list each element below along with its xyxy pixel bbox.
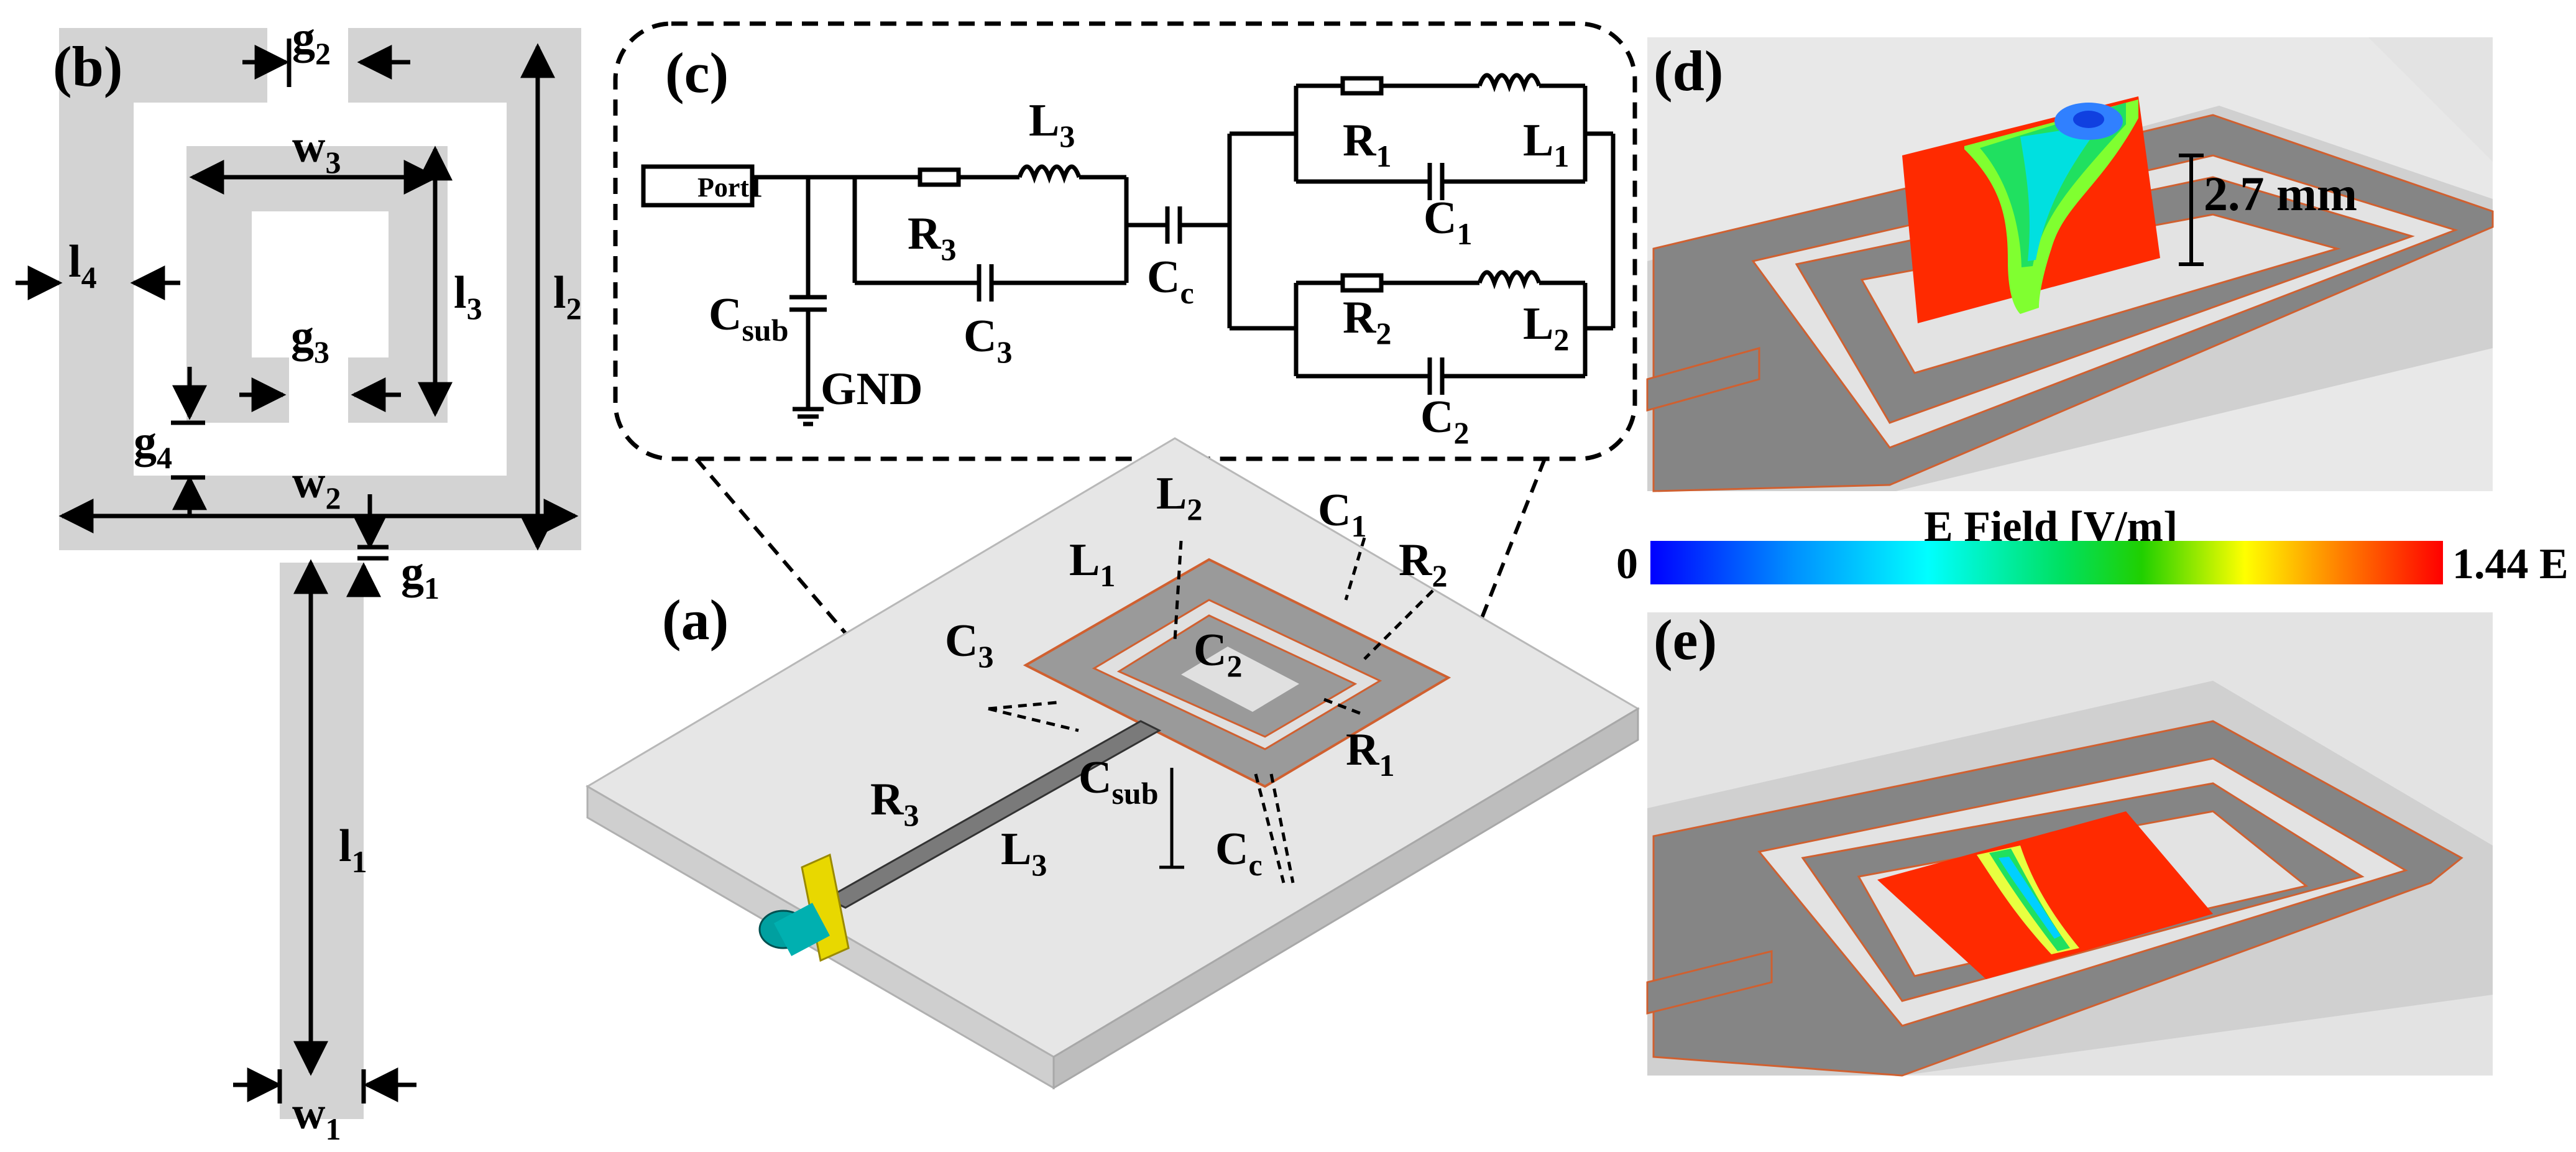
cc-label: Cc <box>1147 252 1194 310</box>
r1-label: R1 <box>1343 115 1391 173</box>
dim-w1: w1 <box>292 1088 341 1146</box>
l1-label: L1 <box>1523 115 1569 173</box>
model-l3-label: L3 <box>1001 824 1047 882</box>
csub-label: Csub <box>709 289 789 348</box>
model-c3-label: C3 <box>945 615 993 674</box>
model-r2-label: R2 <box>1399 535 1447 593</box>
colorbar-gradient <box>1650 541 2443 584</box>
model-center <box>1181 647 1299 712</box>
dim-g1: g1 <box>401 547 439 606</box>
dim-w3: w3 <box>292 121 341 180</box>
height-label: 2.7 mm <box>2204 167 2357 221</box>
c3-label: C3 <box>964 311 1012 369</box>
panel-label-e: (e) <box>1654 608 1717 671</box>
model-l1-label: L1 <box>1069 535 1115 593</box>
circuit-callout-box <box>613 21 1637 461</box>
gnd-label: GND <box>821 364 922 415</box>
panel-d-field: 2.7 mm (d) <box>1646 37 2494 492</box>
dim-l3: l3 <box>454 267 482 326</box>
sma-body <box>774 903 830 956</box>
colorbar-min: 0 <box>1616 540 1638 588</box>
field-colorbar: E Field [V/m] 0 1.44 E <box>1616 503 2569 588</box>
d-feed-line <box>1646 347 1760 412</box>
panel-c-circuit: (c) <box>613 21 1637 707</box>
l2-label: L2 <box>1523 298 1569 357</box>
substrate-side-right <box>1052 707 1639 1090</box>
dim-l4: l4 <box>68 236 97 295</box>
r2-symbol <box>1340 273 1384 293</box>
r3-label: R3 <box>908 208 956 267</box>
port1-label: Port1 <box>697 172 763 203</box>
e-field-plane <box>1877 811 2213 979</box>
panel-e-field: (e) <box>1646 608 2493 1077</box>
dim-g2: g2 <box>292 12 331 71</box>
e-feed-line <box>1646 950 1773 1015</box>
r2-label: R2 <box>1343 292 1391 351</box>
inner-ring <box>186 146 448 423</box>
c2-label: C2 <box>1420 392 1469 450</box>
panel-label-d: (d) <box>1654 39 1723 103</box>
panel-label-b: (b) <box>53 35 122 98</box>
panel-b-geometry: (b) g2 w3 l4 l3 l2 g3 g4 w2 g1 l1 w1 <box>16 12 582 1146</box>
dim-w2: w2 <box>292 457 341 515</box>
inner-ring-gap <box>289 354 348 426</box>
l3-label: L3 <box>1029 95 1075 154</box>
model-c1-label: C1 <box>1318 485 1366 543</box>
model-r3-label: R3 <box>870 774 919 832</box>
model-r1-label: R1 <box>1346 724 1394 783</box>
dim-g3: g3 <box>291 311 329 369</box>
r1-symbol <box>1340 76 1384 96</box>
dim-g4: g4 <box>134 417 172 475</box>
panel-label-a: (a) <box>662 588 729 652</box>
dim-l1: l1 <box>339 821 367 879</box>
model-cc-label: Cc <box>1215 824 1263 882</box>
model-c2-label: C2 <box>1194 625 1242 683</box>
port1-box <box>641 164 755 208</box>
dim-l2: l2 <box>553 267 582 326</box>
model-l2-label: L2 <box>1156 468 1202 527</box>
panel-label-c: (c) <box>665 41 729 104</box>
model-csub-label: Csub <box>1079 752 1159 811</box>
colorbar-max: 1.44 E <box>2452 540 2569 588</box>
c1-label: C1 <box>1424 193 1472 251</box>
panel-a-model: (a) L2 C1 L1 R2 C3 C2 R1 Csub R3 L3 Cc <box>586 437 1640 1090</box>
r3-symbol <box>918 167 961 187</box>
